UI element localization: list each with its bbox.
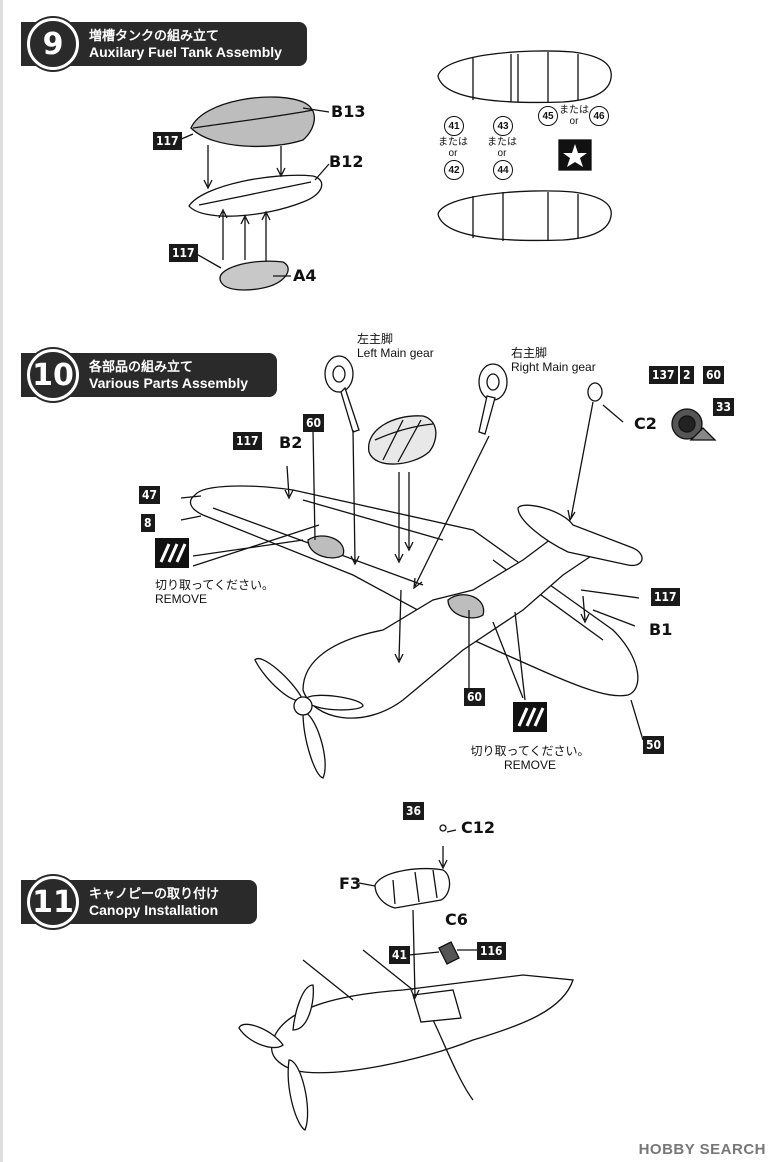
step-9-number: 9 xyxy=(27,18,79,70)
remove-note-right: 切り取ってください。REMOVE xyxy=(470,744,590,772)
code-60-right: 60 xyxy=(464,688,486,706)
remove-icons xyxy=(155,538,547,732)
assembly-diagrams xyxy=(155,50,717,1131)
right-gear-wheel xyxy=(478,363,508,401)
canopy-f3 xyxy=(374,867,451,909)
step-10-header: 10 各部品の組み立て Various Parts Assembly xyxy=(21,349,277,401)
code-137: 137 xyxy=(649,366,678,384)
code-116: 116 xyxy=(477,942,506,960)
tailplane xyxy=(517,504,643,567)
decal-41: 41 xyxy=(444,116,464,136)
glue-code-117-bottom: 117 xyxy=(169,244,198,262)
step-11-number: 11 xyxy=(27,876,79,928)
step-10-title-en: Various Parts Assembly xyxy=(89,375,249,391)
part-b2-label: B2 xyxy=(279,433,303,452)
decal-tank-top xyxy=(437,50,612,104)
step-10-number: 10 xyxy=(27,349,79,401)
code-33: 33 xyxy=(713,398,735,416)
decal-tank-bottom xyxy=(437,190,612,242)
part-c2-label: C2 xyxy=(634,414,657,433)
part-c12-label: C12 xyxy=(461,818,496,837)
decal-42: 42 xyxy=(444,160,464,180)
part-b13-label: B13 xyxy=(331,102,366,121)
watermark: HOBBY SEARCH xyxy=(638,1141,766,1158)
code-60-hub: 60 xyxy=(703,366,725,384)
glue-code-117-top: 117 xyxy=(153,132,182,150)
decal-43: 43 xyxy=(493,116,513,136)
tank-lower-half xyxy=(188,174,323,217)
code-41: 41 xyxy=(389,946,411,964)
step-10-title-jp: 各部品の組み立て xyxy=(89,359,194,374)
part-f3-label: F3 xyxy=(339,874,362,893)
part-c6-label: C6 xyxy=(445,910,468,929)
main-wing xyxy=(189,485,639,697)
step-9-title-en: Auxilary Fuel Tank Assembly xyxy=(89,44,282,60)
decal-44: 44 xyxy=(493,160,513,180)
code-47: 47 xyxy=(139,486,161,504)
code-50: 50 xyxy=(643,736,665,754)
step-11-title-en: Canopy Installation xyxy=(89,902,219,918)
decal-46: 46 xyxy=(589,106,609,126)
code-117-b1: 117 xyxy=(651,588,680,606)
part-b1-label: B1 xyxy=(649,620,673,639)
tank-upper-half xyxy=(190,96,315,148)
part-b12-label: B12 xyxy=(329,152,364,171)
code-117-b2: 117 xyxy=(233,432,262,450)
left-gear-wheel xyxy=(324,355,354,393)
code-36: 36 xyxy=(403,802,425,820)
code-2: 2 xyxy=(680,366,694,384)
propeller xyxy=(254,657,304,702)
step-9-title-jp: 増槽タンクの組み立て xyxy=(89,28,220,43)
code-8: 8 xyxy=(141,514,155,532)
decal-45: 45 xyxy=(538,106,558,126)
tank-mount-a4 xyxy=(219,260,289,291)
step-11-title-jp: キャノピーの取り付け xyxy=(89,886,220,901)
part-a4-label: A4 xyxy=(293,266,317,285)
step-11-header: 11 キャノピーの取り付け Canopy Installation xyxy=(21,876,257,928)
code-60-left: 60 xyxy=(303,414,325,432)
step-9-header: 9 増槽タンクの組み立て Auxilary Fuel Tank Assembly xyxy=(21,18,307,70)
remove-note-left: 切り取ってください。REMOVE xyxy=(155,578,275,606)
fuselage-step11 xyxy=(270,974,574,1074)
